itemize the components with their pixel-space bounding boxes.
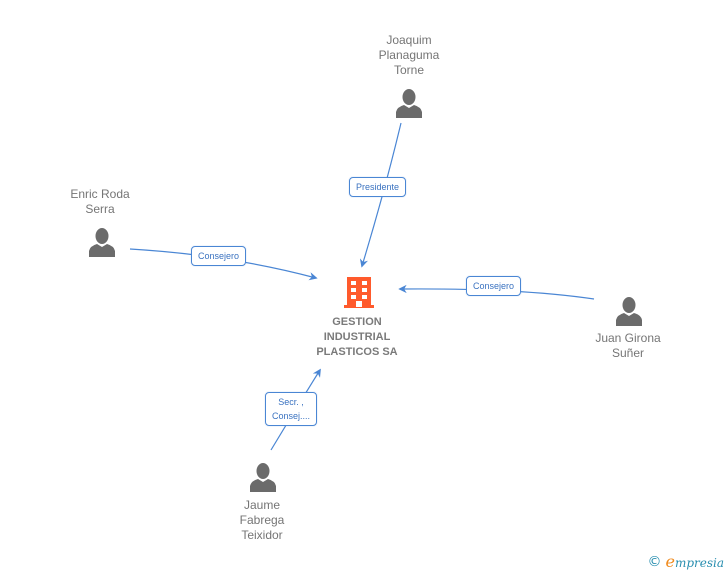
person-name: Joaquim Planaguma Torne — [378, 33, 440, 77]
person-icon — [89, 228, 115, 257]
person-name: Jaume Fabrega Teixidor — [239, 498, 285, 542]
copyright-icon: © — [647, 554, 662, 570]
role-badge-secr-consej[interactable]: Secr. , Consej.... — [265, 392, 318, 426]
company-name: GESTION INDUSTRIAL PLASTICOS SA — [316, 316, 398, 358]
person-name: Juan Girona Suñer — [595, 331, 661, 360]
brand-name: mpresia — [674, 556, 724, 570]
person-icon — [250, 463, 276, 492]
brand-footer: © empresia — [647, 552, 724, 572]
person-icon — [396, 89, 422, 118]
role-badge-consejero-juan[interactable]: Consejero — [466, 276, 522, 296]
building-icon — [344, 277, 374, 308]
role-badge-presidente[interactable]: Presidente — [349, 177, 407, 197]
person-name: Enric Roda Serra — [70, 187, 130, 216]
brand-initial: e — [665, 552, 675, 571]
person-icon — [616, 297, 642, 326]
role-badge-consejero-enric[interactable]: Consejero — [191, 246, 247, 266]
empresia-logo[interactable]: empresia — [665, 552, 724, 572]
